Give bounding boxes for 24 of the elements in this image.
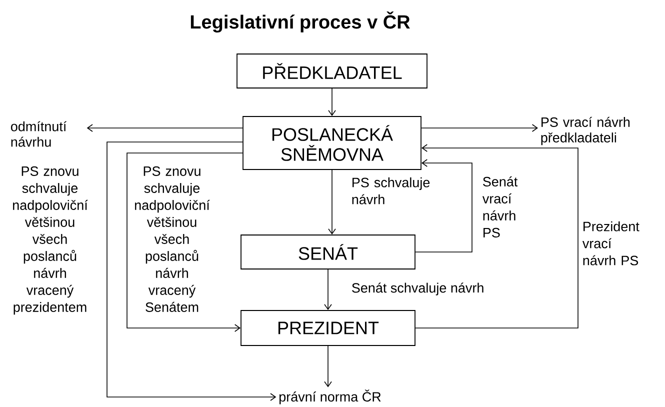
arrow bbox=[324, 269, 332, 310]
arrow bbox=[415, 159, 472, 252]
arrow bbox=[328, 88, 336, 116]
outcome-text: PS vrací návrh předkladateli bbox=[541, 116, 630, 146]
process-box: POSLANECKÁ SNĚMOVNA bbox=[242, 116, 422, 170]
edge-label: PS znovu schvaluje nadpoloviční většinou všech poslanců návrh vracený Senátem bbox=[135, 166, 210, 312]
arrow bbox=[86, 124, 243, 132]
outcome-text: odmítnutí návrhu bbox=[10, 121, 67, 147]
edge-label: PS znovu schvaluje nadpoloviční většinou všech poslanců návrh vracený prezidentem bbox=[13, 166, 88, 315]
arrow bbox=[421, 124, 538, 132]
process-box: PŘEDKLADATEL bbox=[236, 54, 428, 88]
arrow bbox=[415, 144, 578, 328]
outcome-text: právní norma ČR bbox=[279, 390, 381, 404]
process-box: SENÁT bbox=[240, 234, 416, 270]
arrow bbox=[324, 346, 332, 388]
arrow bbox=[106, 142, 276, 401]
title: Legislativní proces v ČR bbox=[190, 11, 410, 33]
edge-label: PS schvaluje návrh bbox=[352, 177, 430, 204]
arrow bbox=[328, 170, 336, 235]
edge-label: Senát vrací návrh PS bbox=[482, 176, 518, 238]
process-box: PREZIDENT bbox=[240, 310, 416, 346]
edge-label: Senát schvaluje návrh bbox=[352, 282, 484, 296]
edge-label: Prezident vrací návrh PS bbox=[582, 221, 640, 266]
arrow bbox=[126, 152, 243, 332]
